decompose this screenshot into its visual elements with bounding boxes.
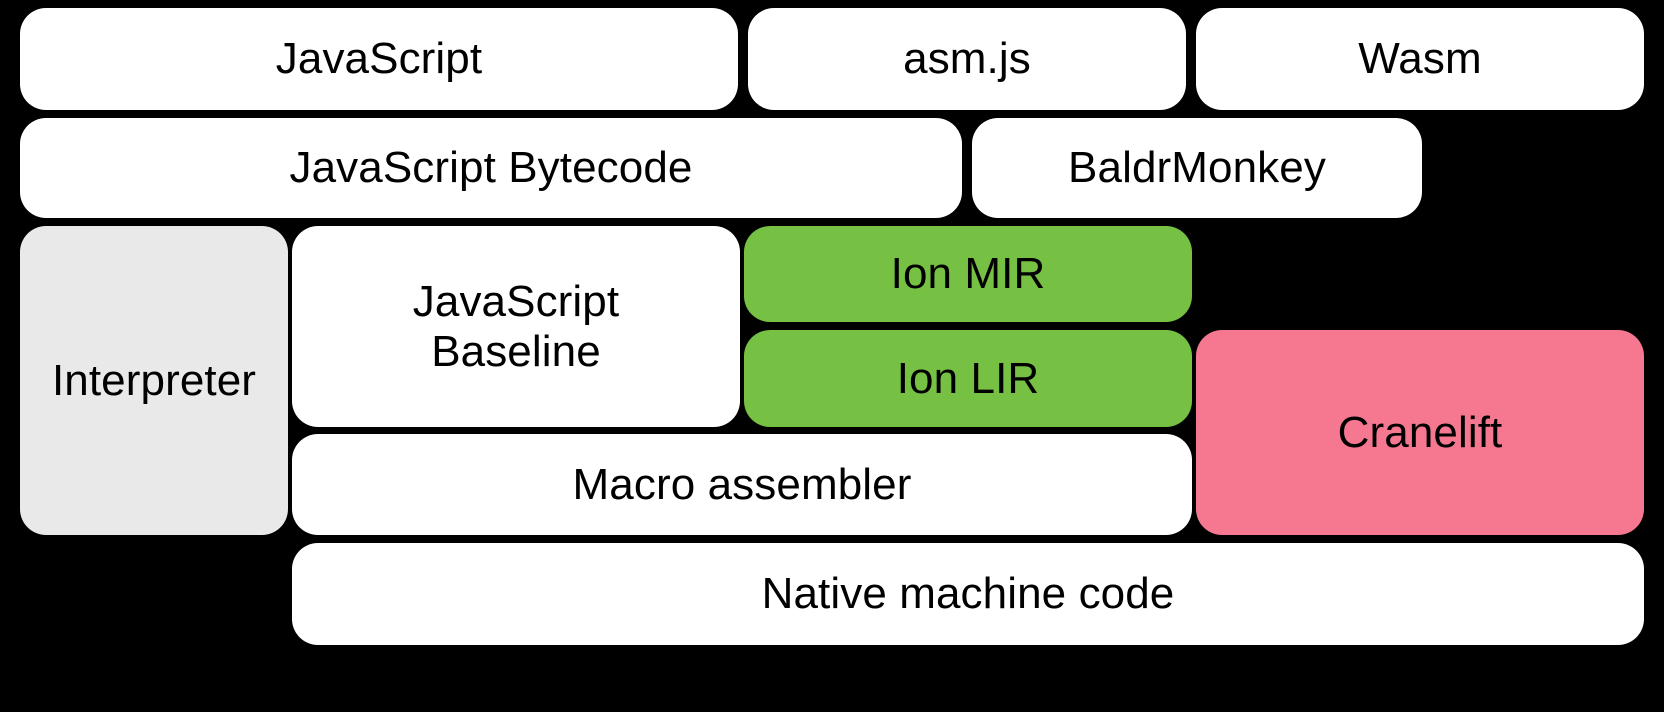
node-asm-js[interactable]: asm.js bbox=[748, 8, 1186, 110]
node-ion-mir[interactable]: Ion MIR bbox=[744, 226, 1192, 322]
node-javascript-bytecode-label: JavaScript Bytecode bbox=[289, 143, 693, 193]
node-javascript-baseline-label: JavaScript Baseline bbox=[412, 277, 620, 376]
node-baldrmonkey-label: BaldrMonkey bbox=[1068, 143, 1326, 193]
node-native-machine-code[interactable]: Native machine code bbox=[292, 543, 1644, 645]
node-cranelift-label: Cranelift bbox=[1337, 407, 1503, 457]
node-interpreter-label: Interpreter bbox=[51, 355, 257, 405]
node-wasm-label: Wasm bbox=[1358, 34, 1482, 84]
node-javascript[interactable]: JavaScript bbox=[20, 8, 738, 110]
node-baldrmonkey[interactable]: BaldrMonkey bbox=[972, 118, 1422, 218]
node-native-machine-code-label: Native machine code bbox=[761, 569, 1175, 619]
node-ion-lir-label: Ion LIR bbox=[896, 353, 1040, 403]
node-wasm[interactable]: Wasm bbox=[1196, 8, 1644, 110]
node-javascript-baseline[interactable]: JavaScript Baseline bbox=[292, 226, 740, 427]
node-javascript-label: JavaScript bbox=[275, 34, 483, 84]
node-cranelift[interactable]: Cranelift bbox=[1196, 330, 1644, 535]
node-macro-assembler[interactable]: Macro assembler bbox=[292, 434, 1192, 535]
node-interpreter[interactable]: Interpreter bbox=[20, 226, 288, 535]
node-asm-js-label: asm.js bbox=[903, 34, 1031, 84]
node-ion-mir-label: Ion MIR bbox=[890, 249, 1046, 299]
node-javascript-bytecode[interactable]: JavaScript Bytecode bbox=[20, 118, 962, 218]
node-macro-assembler-label: Macro assembler bbox=[572, 459, 912, 509]
node-ion-lir[interactable]: Ion LIR bbox=[744, 330, 1192, 427]
